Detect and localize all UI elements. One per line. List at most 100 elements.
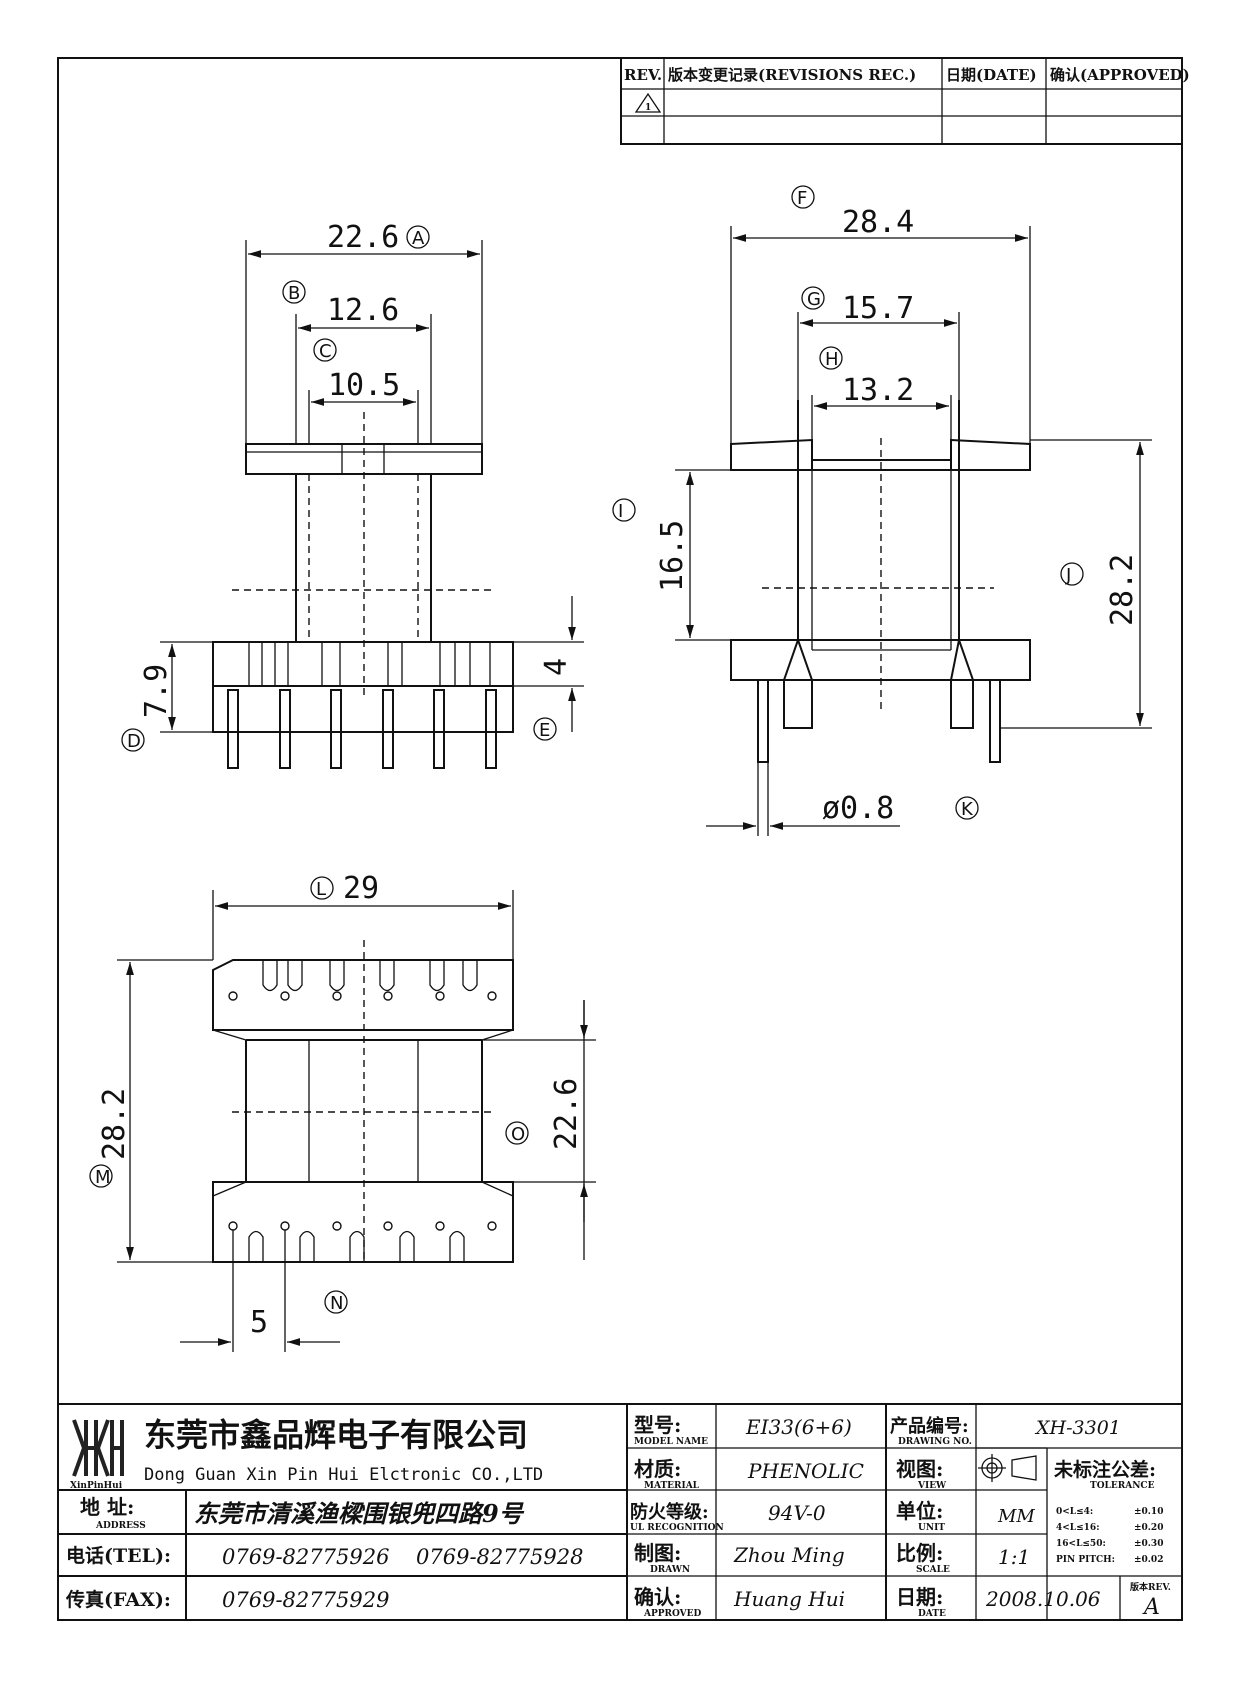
- drawn-value: Zhou Ming: [733, 1543, 845, 1567]
- fax-value: 0769-82775929: [222, 1588, 389, 1612]
- tolerance-value: ±0.30: [1134, 1539, 1163, 1549]
- material-label-en: MATERIAL: [644, 1481, 700, 1491]
- callout-E-label: E: [539, 720, 550, 741]
- tolerance-range: PIN PITCH:: [1056, 1555, 1115, 1565]
- callout-F: [791, 185, 815, 209]
- tel-2: 0769-82775928: [416, 1545, 583, 1569]
- approved-label: 确认:: [634, 1585, 681, 1609]
- company-name-en: Dong Guan Xin Pin Hui Elctronic CO.,LTD: [144, 1465, 543, 1485]
- date-label-en: DATE: [918, 1609, 946, 1619]
- rev-header: REV.: [624, 66, 662, 84]
- drawing-no-value: XH-3301: [1034, 1417, 1121, 1439]
- date-value: 2008.10.06: [985, 1587, 1101, 1611]
- rev-label: 版本REV.: [1129, 1581, 1171, 1593]
- callout-L-label: L: [316, 879, 326, 900]
- dim-H-value: 13.2: [842, 373, 914, 408]
- callout-I-label: I: [618, 501, 623, 522]
- approved-header: 确认(APPROVED): [1050, 66, 1190, 84]
- dim-M-value: 28.2: [97, 1088, 132, 1160]
- address-label: 地 址:: [80, 1495, 134, 1519]
- unit-label: 单位:: [896, 1499, 943, 1523]
- tolerance-range: 16<L≤50:: [1056, 1539, 1106, 1549]
- tolerance-value: ±0.20: [1134, 1523, 1163, 1533]
- dim-O-value: 22.6: [549, 1078, 584, 1150]
- callout-M-label: M: [95, 1167, 111, 1188]
- view-label: 视图:: [896, 1457, 943, 1481]
- scale-value: 1:1: [998, 1545, 1030, 1569]
- material-label: 材质:: [634, 1457, 681, 1481]
- dim-C-value: 10.5: [328, 368, 400, 403]
- callout-I: [612, 498, 636, 522]
- callout-B: [282, 280, 306, 304]
- rev-value: A: [1142, 1595, 1160, 1620]
- logo-text: XinPinHui: [70, 1481, 123, 1491]
- tolerance-label-en: TOLERANCE: [1090, 1481, 1155, 1491]
- fax-label: 传真(FAX):: [65, 1588, 171, 1611]
- dim-J-value: 28.2: [1105, 554, 1140, 626]
- dim-I-value: 16.5: [655, 520, 690, 592]
- tolerance-range: 0<L≤4:: [1056, 1507, 1093, 1517]
- dim-L-value: 29: [343, 871, 379, 906]
- dim-G-value: 15.7: [842, 291, 914, 326]
- scale-label-en: SCALE: [916, 1565, 950, 1575]
- unit-value: MM: [997, 1506, 1035, 1527]
- revisions-header: 版本变更记录(REVISIONS REC.): [668, 66, 916, 84]
- callout-H: [819, 346, 843, 370]
- rev-symbol: 1: [645, 103, 651, 113]
- callout-O-label: O: [511, 1124, 525, 1145]
- approved-label-en: APPROVED: [643, 1609, 702, 1619]
- tolerance-range: 4<L≤16:: [1056, 1523, 1100, 1533]
- title-block: XinPinHui 东莞市鑫品辉电子有限公司 Dong Guan Xin Pin…: [57, 1403, 1183, 1621]
- date-header: 日期(DATE): [946, 66, 1037, 84]
- company-name-cn: 东莞市鑫品辉电子有限公司: [144, 1416, 528, 1454]
- callout-N-label: N: [330, 1293, 343, 1314]
- callout-E: [533, 717, 557, 741]
- fire-rating-label-en: UL RECOGNITION: [630, 1523, 724, 1533]
- tolerance-value: ±0.02: [1134, 1555, 1163, 1565]
- projection-symbol-icon: [978, 1454, 1037, 1482]
- callout-C: [313, 338, 337, 362]
- drawing-no-label-en: DRAWING NO.: [898, 1437, 972, 1447]
- callout-G: [801, 286, 825, 310]
- callout-O: [505, 1121, 529, 1145]
- front-view: 22.6 A 12.6 B 10.5 C 7.9 D 4 E: [121, 220, 584, 769]
- tolerance-label: 未标注公差:: [1053, 1458, 1156, 1481]
- address-label-en: ADDRESS: [95, 1521, 146, 1531]
- approved-value: Huang Hui: [733, 1587, 845, 1611]
- callout-C-label: C: [319, 341, 332, 362]
- revision-table: REV. 版本变更记录(REVISIONS REC.) 日期(DATE) 确认(…: [620, 57, 1190, 145]
- model-label-en: MODEL NAME: [634, 1437, 708, 1447]
- material-value: PHENOLIC: [747, 1459, 864, 1483]
- company-logo: XinPinHui: [70, 1419, 124, 1491]
- callout-J-label: J: [1065, 565, 1071, 586]
- callout-M: [89, 1164, 113, 1188]
- callout-A-label: A: [412, 228, 425, 249]
- dim-A-value: 22.6: [327, 220, 399, 255]
- tolerance-value: ±0.10: [1134, 1507, 1163, 1517]
- address-value: 东莞市清溪渔樑围银兜四路9号: [194, 1499, 525, 1528]
- dim-B-value: 12.6: [327, 293, 399, 328]
- fire-rating-label: 防火等级:: [630, 1501, 709, 1523]
- model-label: 型号:: [634, 1413, 681, 1437]
- date-label: 日期:: [896, 1585, 943, 1609]
- bottom-view: 29 L 28.2 M 22.6 O 5 N: [89, 871, 596, 1352]
- dim-K-value: ø0.8: [822, 791, 894, 826]
- drawing-no-label: 产品编号:: [890, 1415, 969, 1437]
- callout-H-label: H: [825, 349, 839, 370]
- callout-F-label: F: [797, 188, 807, 209]
- side-view: 28.4 F 15.7 G 13.2 H 16.5 I 28.2 J: [612, 185, 1152, 836]
- view-label-en: VIEW: [917, 1481, 947, 1491]
- callout-K: [955, 796, 979, 820]
- callout-J: [1060, 562, 1084, 586]
- dim-D-value: 7.9: [139, 664, 174, 718]
- drawn-label-en: DRAWN: [650, 1565, 690, 1575]
- callout-B-label: B: [288, 283, 300, 304]
- dim-N-value: 5: [250, 1305, 268, 1340]
- callout-A: [406, 225, 430, 249]
- tolerance-table: 0<L≤4: ±0.10 4<L≤16: ±0.20 16<L≤50: ±0.3…: [1056, 1507, 1163, 1565]
- scale-label: 比例:: [896, 1541, 943, 1565]
- callout-D: [121, 728, 145, 752]
- tel-label: 电话(TEL):: [66, 1544, 171, 1567]
- callout-L: [310, 876, 334, 900]
